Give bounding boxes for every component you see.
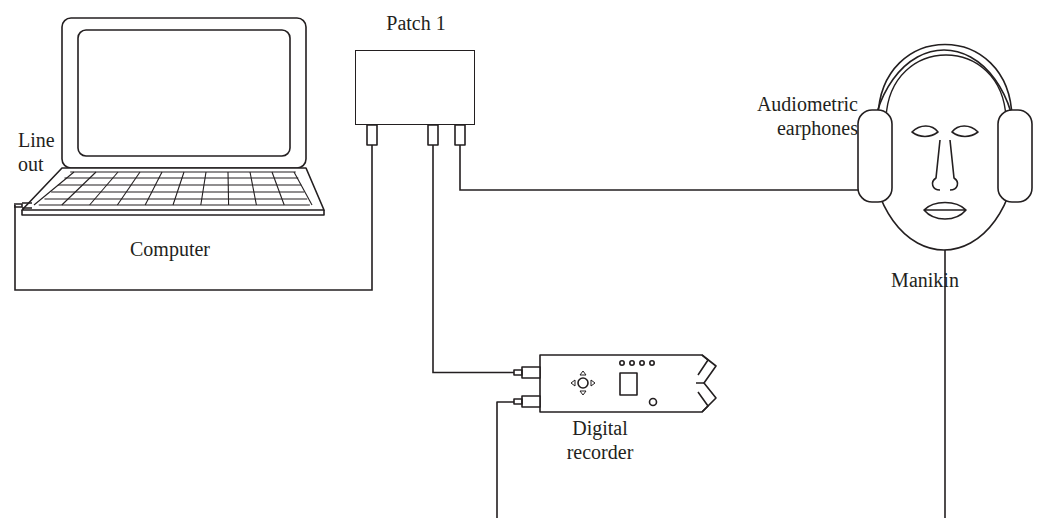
node-label: Computer	[10, 237, 330, 261]
device-node: Manikin	[850, 30, 1040, 305]
patch-box: Patch 1	[355, 50, 475, 125]
manikin-drawing	[858, 45, 1032, 518]
cable	[460, 145, 858, 190]
laptop-drawing	[14, 18, 324, 215]
node-label: Digital recorder	[542, 416, 658, 464]
node-label: Patch 1	[336, 11, 496, 35]
patch-jacks	[367, 125, 465, 145]
part-label: Line out	[18, 128, 68, 176]
part-label: Audiometric earphones	[748, 92, 858, 140]
cable	[14, 145, 372, 290]
node-label: Manikin	[870, 268, 980, 292]
cable	[433, 145, 514, 373]
wire	[497, 402, 514, 518]
recorder-drawing	[514, 355, 716, 412]
device-node: Digital recorder	[512, 350, 727, 475]
device-node: Computer	[10, 15, 330, 265]
